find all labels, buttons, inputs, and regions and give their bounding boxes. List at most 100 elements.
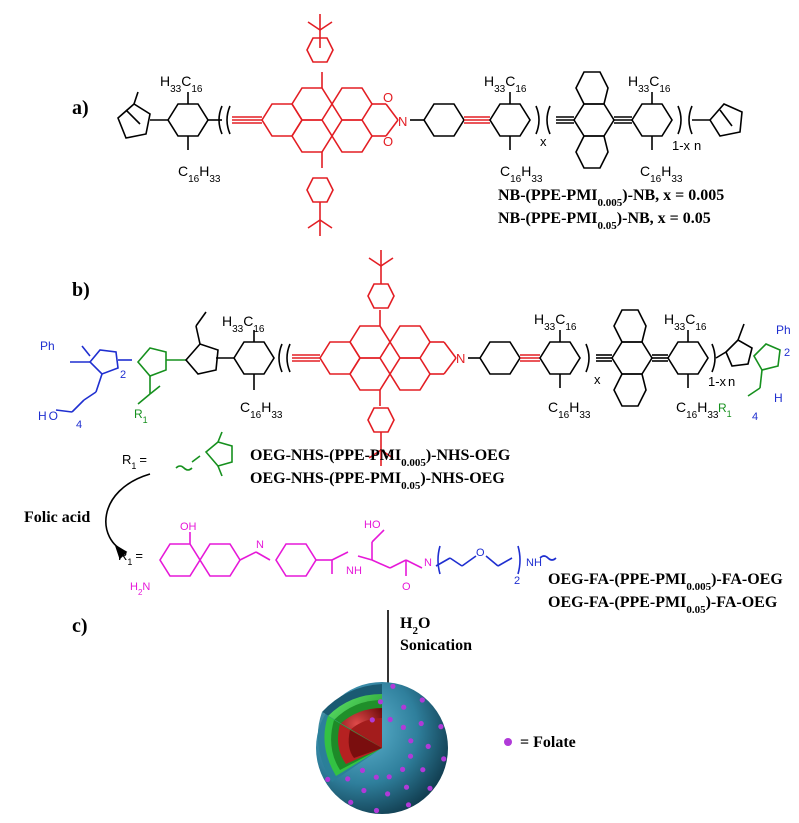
folic-acid-label: Folic acid	[24, 509, 90, 526]
repeat-index-x-a: x	[540, 134, 547, 149]
alkyl-chain-b-bottom-mid: C16H33	[548, 399, 591, 421]
compound-labels-a: NB-(PPE-PMI0.005)-NB, x = 0.005 NB-(PPE-…	[498, 187, 724, 232]
alkyl-chain-b-top-mid: H33C16	[534, 311, 577, 333]
folate-dot	[373, 774, 379, 780]
repeat-index-x-b: x	[594, 372, 601, 387]
alkyl-chain-top-left: H33C16	[160, 73, 203, 95]
repeat-index-n-b: n	[728, 374, 735, 389]
folate-dot	[361, 787, 367, 794]
r1-label-right: R1	[718, 401, 732, 419]
panel-b-structure	[55, 250, 781, 466]
folate-dot	[373, 807, 380, 814]
sonication-label: Sonication	[400, 637, 472, 654]
aryl-ring-left	[167, 103, 209, 137]
r1-folate-definition: R1=	[118, 519, 783, 616]
folate-structure	[159, 529, 423, 577]
alkyl-chain-top-mid: H33C16	[484, 73, 527, 95]
micelle-cutaway-inner-core	[350, 718, 382, 748]
folate-dot	[390, 683, 396, 689]
water-label: H2O	[400, 615, 430, 637]
alkyl-chain-b-top-right: H33C16	[664, 311, 707, 333]
alkyl-chain-b-bottom-left: C16H33	[240, 399, 283, 421]
folate-dot	[348, 799, 354, 805]
compound-label-a1: NB-(PPE-PMI0.005)-NB, x = 0.005	[498, 187, 724, 209]
repeat-index-1x-b: 1-x	[708, 374, 727, 389]
peg-h-right: H	[774, 391, 783, 405]
folate-dot	[385, 791, 391, 797]
r1-label-left: R1	[134, 407, 148, 425]
r1-folate-label: R1=	[118, 548, 143, 567]
r1-nhs-definition: R1= OEG-NHS-(PPE-PMI0.005)-NHS-OEG OEG-N…	[122, 431, 511, 492]
folate-dot	[345, 776, 351, 782]
folate-legend-dot	[504, 738, 512, 746]
folate-dot	[427, 785, 433, 791]
pmi-oxygen-a-top: O	[383, 90, 393, 105]
alkyl-chain-top-right: H33C16	[628, 73, 671, 95]
ppe-backbone-a	[410, 71, 743, 169]
peg-index-2-left: 2	[120, 369, 126, 381]
fa-compound-1: OEG-FA-(PPE-PMI0.005)-FA-OEG	[548, 571, 783, 593]
folate-dot	[441, 756, 447, 762]
pmi-core-a	[261, 14, 399, 236]
folate-dot	[377, 699, 383, 705]
folate-dot	[359, 767, 366, 774]
alkyl-chain-bottom-right: C16H33	[640, 163, 683, 185]
folate-dot	[405, 802, 412, 808]
folate-dot	[425, 743, 431, 750]
folate-dot	[407, 753, 414, 759]
compound-label-a2: NB-(PPE-PMI0.05)-NB, x = 0.05	[498, 210, 711, 232]
folate-dot	[400, 724, 406, 731]
folate-dot	[387, 716, 393, 723]
folate-dot	[418, 720, 424, 727]
r1-nhs-label: R1=	[122, 452, 147, 471]
alkyl-chain-bottom-left: C16H33	[178, 163, 221, 185]
folate-amide-n: N	[424, 557, 432, 569]
norbornene-left	[117, 91, 151, 139]
folate-o: O	[402, 581, 411, 593]
panel-b-label: b)	[72, 279, 90, 301]
nhs-ester-structure	[175, 431, 233, 477]
folic-acid-arrow	[105, 473, 151, 560]
peg-index-2-right: 2	[784, 347, 790, 359]
alkyl-chain-b-bottom-right: C16H33	[676, 399, 719, 421]
pmi-oxygen-a-bottom: O	[383, 134, 393, 149]
folate-n: N	[256, 539, 264, 551]
panel-a-structure	[117, 91, 262, 150]
fa-compound-2: OEG-FA-(PPE-PMI0.05)-FA-OEG	[548, 594, 778, 616]
pmi-nitrogen-a: N	[398, 114, 407, 129]
peg-index-4-left: 4	[76, 419, 82, 431]
repeat-index-n-a: n	[694, 138, 701, 153]
ph-label-right: Ph	[776, 323, 791, 337]
folate-dot	[420, 767, 426, 773]
pmi-nitrogen-b: N	[456, 351, 465, 366]
folate-oh: OH	[180, 521, 197, 533]
nhs-compound-2: OEG-NHS-(PPE-PMI0.05)-NHS-OEG	[250, 470, 505, 492]
folate-dot	[325, 776, 331, 783]
ph-label-left: Ph	[40, 339, 55, 353]
folate-dot	[401, 704, 407, 710]
oeg-nh: NH	[526, 557, 542, 569]
folate-nh: NH	[346, 565, 362, 577]
folate-dot	[386, 774, 392, 780]
alkyl-chain-b-top-left: H33C16	[222, 313, 265, 335]
repeat-index-1x-a: 1-x	[672, 138, 691, 153]
oeg-o: O	[476, 547, 485, 559]
panel-c-label: c)	[72, 615, 88, 637]
folate-dot	[408, 738, 414, 744]
oeg-index-2: 2	[514, 575, 520, 587]
peg-index-4-right: 4	[752, 411, 758, 423]
folate-legend-text: = Folate	[520, 734, 576, 751]
oeg-linker	[435, 545, 557, 575]
folate-dot	[369, 717, 375, 723]
folate-h2n: H2N	[130, 581, 150, 597]
folate-ho: HO	[364, 519, 381, 531]
panel-a-label: a)	[72, 97, 89, 119]
nhs-compound-1: OEG-NHS-(PPE-PMI0.005)-NHS-OEG	[250, 447, 511, 469]
alkyl-chain-bottom-mid: C16H33	[500, 163, 543, 185]
folate-dot	[419, 697, 425, 703]
folate-dot	[400, 766, 406, 773]
folate-dot	[438, 724, 444, 730]
folate-dot	[403, 784, 410, 790]
